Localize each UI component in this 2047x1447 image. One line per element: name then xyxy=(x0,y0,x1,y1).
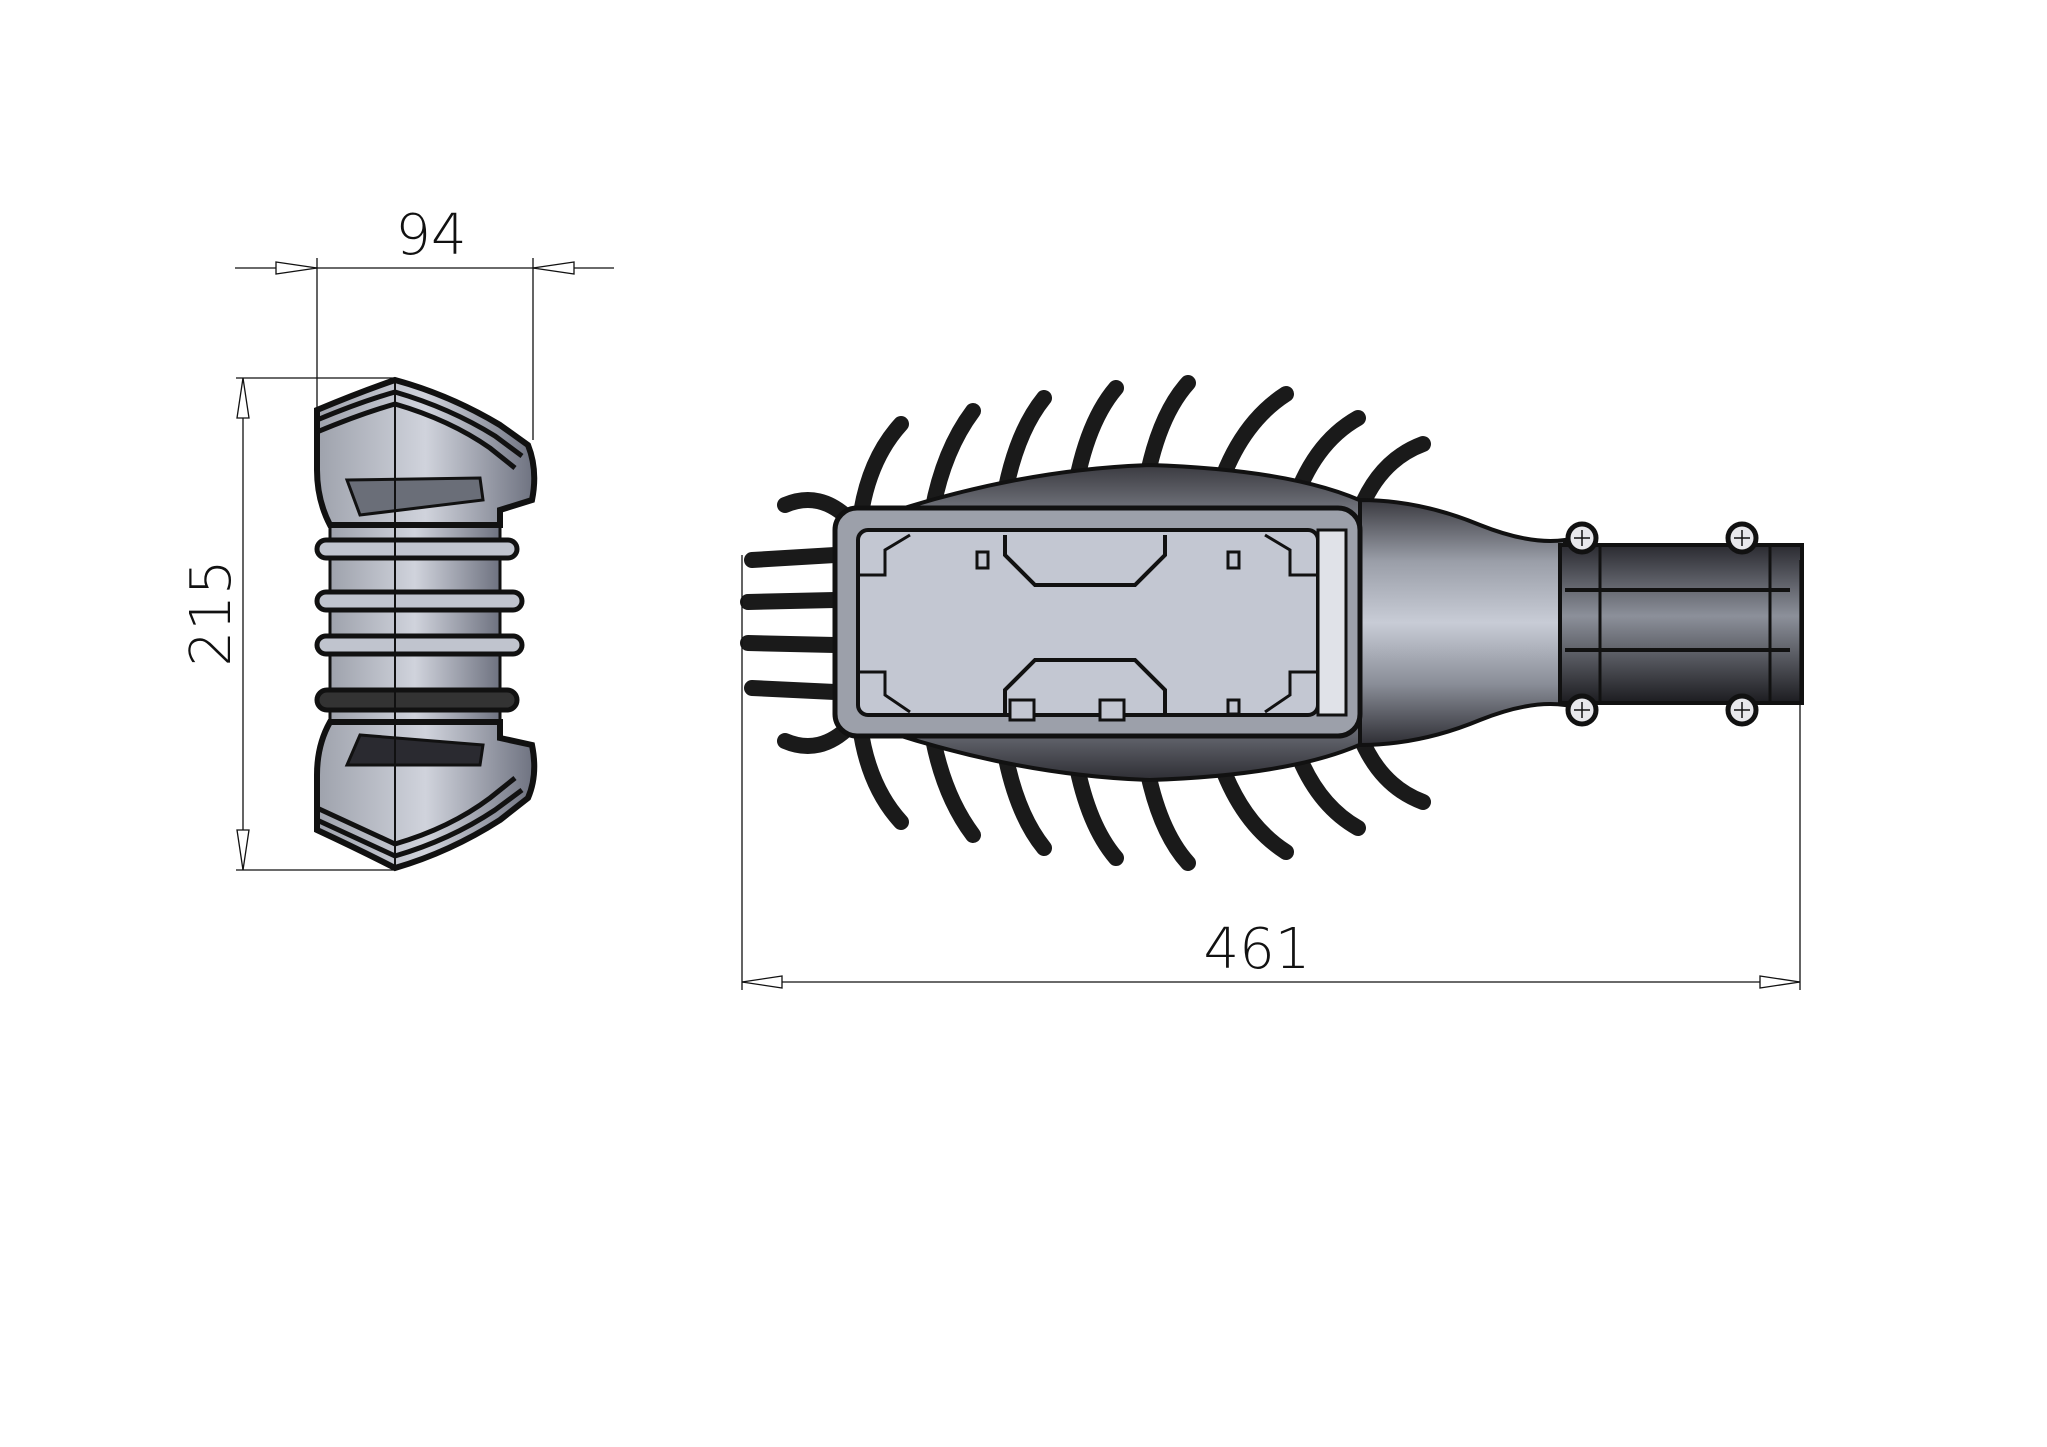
dimension-width-label: 94 xyxy=(395,203,466,268)
dimension-width: 94 xyxy=(235,203,614,440)
side-fingers xyxy=(740,547,843,700)
neck xyxy=(1358,497,1567,748)
bolts xyxy=(1565,521,1759,727)
inner-panel xyxy=(856,528,1320,717)
dimension-height-label: 215 xyxy=(179,560,244,667)
side-fins xyxy=(314,537,525,713)
dimension-length: 461 xyxy=(741,555,1801,990)
side-view xyxy=(314,376,538,872)
dimension-length-label: 461 xyxy=(1204,917,1311,982)
top-view xyxy=(740,375,1804,871)
mounting-tube xyxy=(1558,543,1804,705)
dimension-height: 215 xyxy=(179,377,395,871)
